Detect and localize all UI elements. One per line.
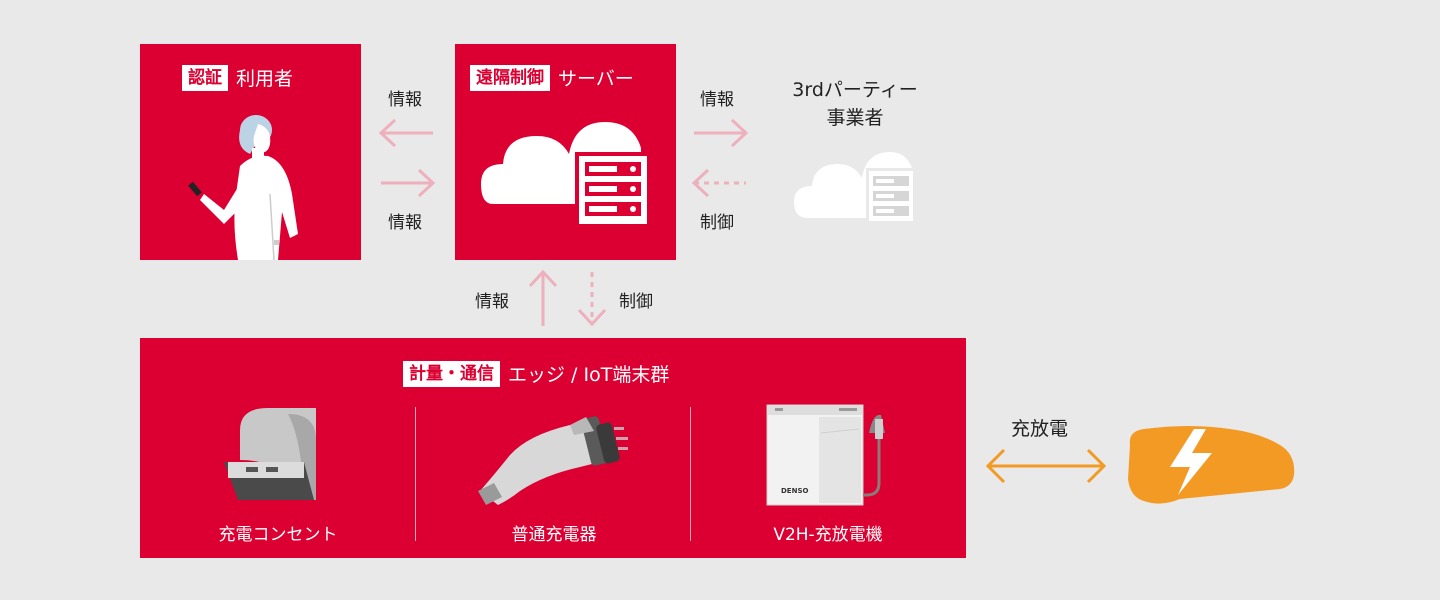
user-box-title: 認証 利用者: [182, 64, 293, 91]
car-arrow-label: 充放電: [1011, 418, 1069, 440]
server-edge-right-label: 制御: [619, 292, 653, 312]
edge-title: エッジ / IoT端末群: [508, 364, 670, 386]
user-server-bottom-label: 情報: [388, 213, 422, 233]
device-label: 普通充電器: [511, 525, 597, 545]
server-title: サーバー: [558, 68, 634, 90]
arrow-right-icon: [694, 118, 749, 148]
user-box: 認証 利用者: [140, 44, 361, 261]
arrow-up-icon: [528, 269, 558, 326]
arrow-right-icon: [381, 168, 436, 198]
charger-plug-icon: [478, 416, 628, 505]
arrow-left-icon: [378, 118, 433, 148]
user-title: 利用者: [236, 68, 294, 90]
cloud-server-icon: [481, 122, 651, 228]
metering-tag: 計量・通信: [403, 360, 500, 387]
third-party-line1: 3rdパーティー: [792, 79, 918, 101]
third-party-title: 3rdパーティー 事業者: [755, 76, 955, 132]
dashed-arrow-down-icon: [577, 272, 607, 327]
third-party-line2: 事業者: [826, 107, 884, 129]
charging-outlet-icon: [224, 408, 316, 500]
third-party-cloud-server-icon: [794, 152, 916, 224]
v2h-unit-icon: DENSO: [766, 404, 885, 506]
server-third-top-label: 情報: [700, 90, 734, 110]
server-box-title: 遠隔制御 サーバー: [470, 64, 634, 91]
user-server-top-label: 情報: [388, 90, 422, 110]
device-divider: [415, 407, 416, 541]
remote-control-tag: 遠隔制御: [470, 64, 550, 91]
server-third-bottom-label: 制御: [700, 213, 734, 233]
edge-box-title: 計量・通信 エッジ / IoT端末群: [403, 360, 669, 387]
brand-text: DENSO: [781, 487, 808, 495]
electric-car-icon: [1128, 426, 1295, 504]
bidirectional-arrow-icon: [985, 448, 1107, 484]
device-divider: [690, 407, 691, 541]
device-label: V2H-充放電機: [773, 525, 883, 545]
dashed-arrow-left-icon: [691, 168, 746, 198]
user-person-icon: [188, 115, 298, 261]
server-edge-left-label: 情報: [475, 292, 509, 312]
auth-tag: 認証: [182, 64, 228, 91]
device-label: 充電コンセント: [218, 525, 338, 545]
server-box: 遠隔制御 サーバー: [455, 44, 676, 260]
